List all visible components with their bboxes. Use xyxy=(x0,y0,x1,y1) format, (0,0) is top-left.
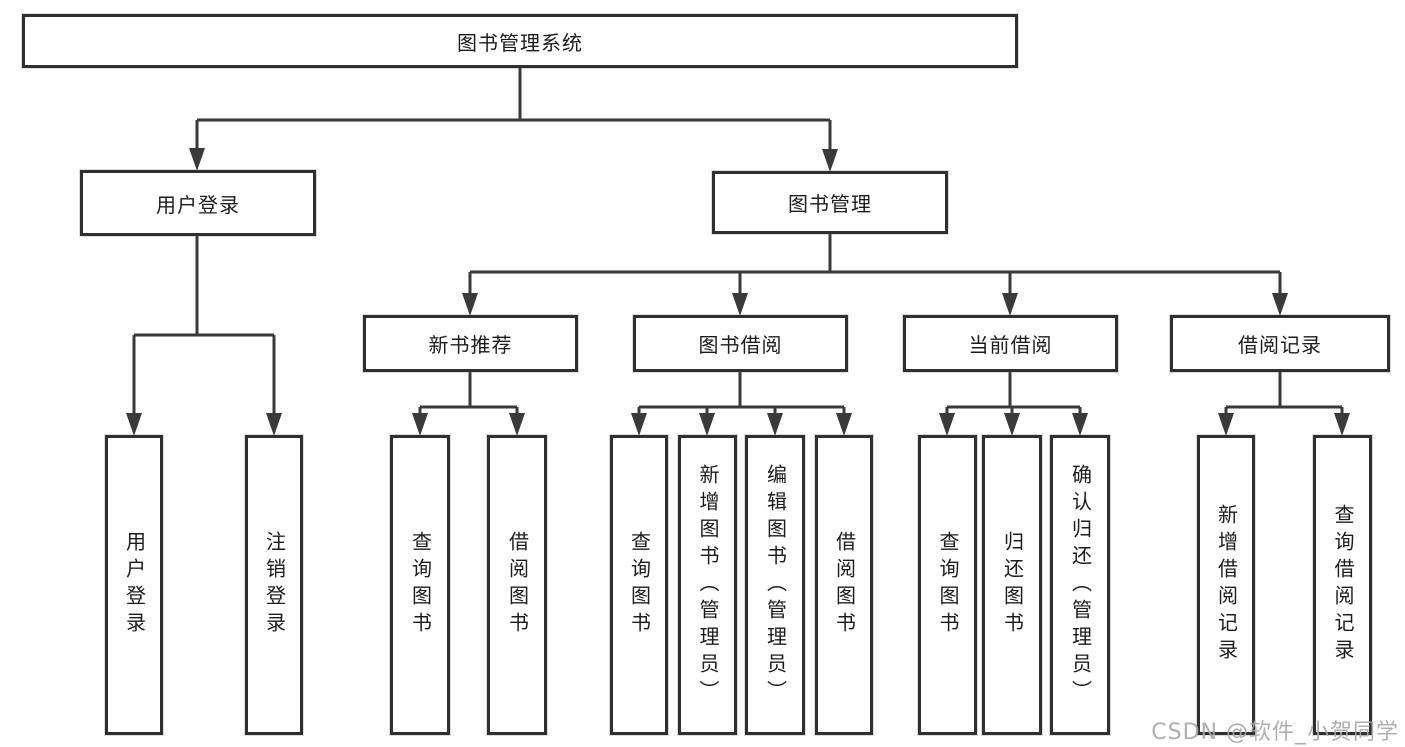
node-label: 编辑图书（管理员） xyxy=(763,463,788,707)
node-confirm-return-admin: 确认归还（管理员） xyxy=(1050,435,1110,735)
node-add-books-admin: 新增图书（管理员） xyxy=(678,435,737,735)
csdn-watermark: CSDN @软件_小贺同学 xyxy=(1151,720,1399,745)
node-label: 归还图书 xyxy=(1000,531,1025,639)
node-query-books-current: 查询图书 xyxy=(918,435,977,735)
node-borrowing-records: 借阅记录 xyxy=(1170,315,1390,372)
node-label: 用户登录 xyxy=(156,192,240,217)
node-query-borrow-record: 查询借阅记录 xyxy=(1313,435,1372,735)
node-edit-books-admin: 编辑图书（管理员） xyxy=(745,435,805,735)
node-book-borrowing: 图书借阅 xyxy=(633,315,848,372)
node-logout: 注销登录 xyxy=(245,435,303,735)
node-label: 查询借阅记录 xyxy=(1331,504,1355,666)
node-new-book-recommend: 新书推荐 xyxy=(363,315,578,372)
node-label: 借阅记录 xyxy=(1238,333,1322,357)
node-book-management: 图书管理 xyxy=(712,171,948,234)
node-label: 新增图书（管理员） xyxy=(696,463,720,707)
node-user-login-leaf: 用户登录 xyxy=(105,435,163,735)
node-label: 确认归还（管理员） xyxy=(1068,463,1093,707)
node-label: 新书推荐 xyxy=(428,333,513,357)
node-label: 查询图书 xyxy=(936,531,960,639)
node-borrow-books-recommend: 借阅图书 xyxy=(487,435,547,735)
node-label: 查询图书 xyxy=(408,531,433,639)
node-query-books-borrowing: 查询图书 xyxy=(610,435,668,735)
node-return-books: 归还图书 xyxy=(982,435,1042,735)
node-user-login: 用户登录 xyxy=(80,170,316,236)
node-library-management-system: 图书管理系统 xyxy=(22,14,1018,68)
node-current-borrowing: 当前借阅 xyxy=(903,315,1118,372)
node-label: 用户登录 xyxy=(122,531,147,639)
node-label: 借阅图书 xyxy=(505,531,530,639)
node-label: 注销登录 xyxy=(262,531,287,639)
node-query-books-recommend: 查询图书 xyxy=(390,435,450,735)
node-label: 图书管理系统 xyxy=(457,30,583,55)
node-borrow-books-leaf: 借阅图书 xyxy=(815,435,873,735)
node-label: 图书管理 xyxy=(788,192,872,216)
node-label: 图书借阅 xyxy=(698,333,783,357)
node-add-borrow-record: 新增借阅记录 xyxy=(1197,435,1255,735)
node-label: 查询图书 xyxy=(627,531,652,639)
node-label: 当前借阅 xyxy=(968,333,1053,357)
node-label: 新增借阅记录 xyxy=(1214,504,1239,666)
node-label: 借阅图书 xyxy=(832,531,857,639)
